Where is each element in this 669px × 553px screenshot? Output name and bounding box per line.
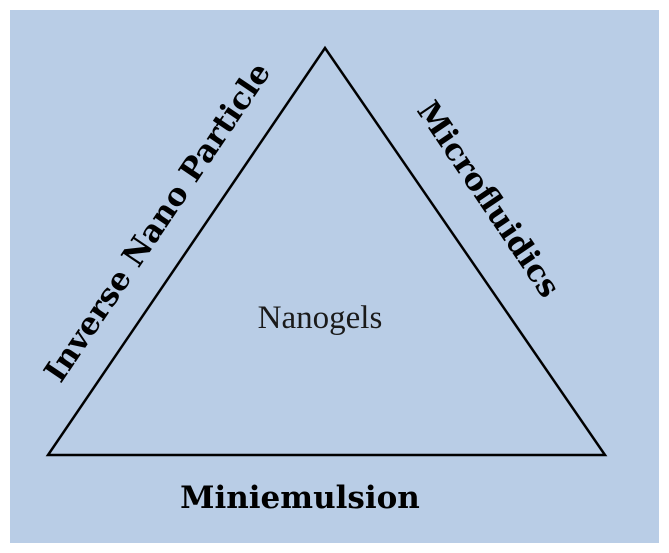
left-side-label: Inverse Nano Particle — [37, 56, 278, 389]
center-label: Nanogels — [258, 300, 383, 336]
bottom-side-label: Miniemulsion — [180, 480, 420, 516]
right-side-label: Microfluidics — [409, 95, 567, 305]
triangle-outline — [45, 45, 608, 457]
